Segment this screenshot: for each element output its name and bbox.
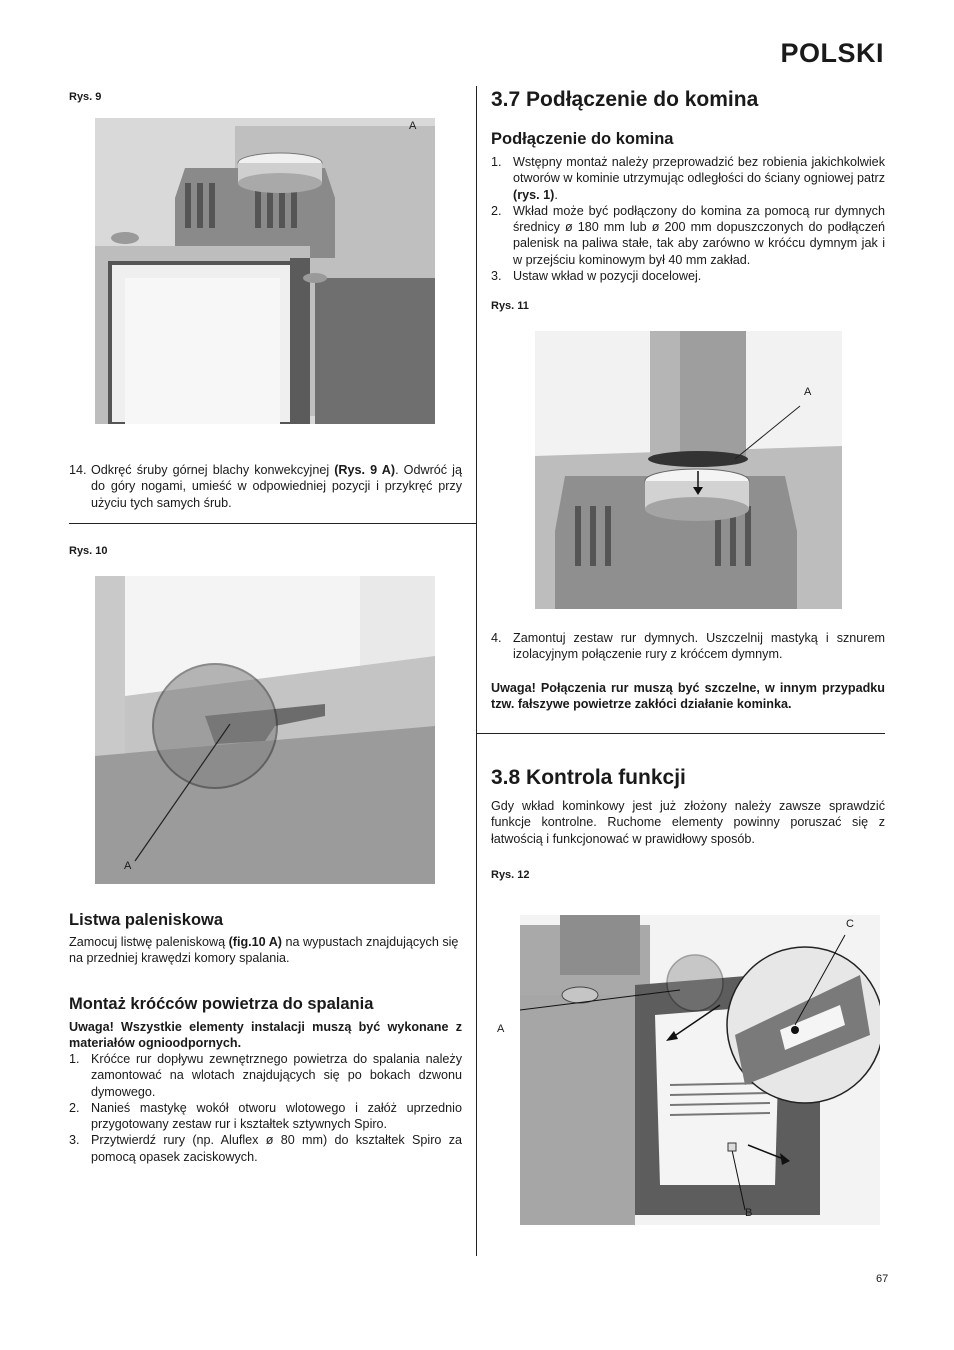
list-number: 1. xyxy=(69,1052,80,1066)
list-text: Przytwierdź rury (np. Aluflex ø 80 mm) d… xyxy=(91,1133,462,1164)
step-14-text-ref: (Rys. 9 A) xyxy=(334,463,396,477)
fig11-label: Rys. 11 xyxy=(491,300,529,312)
list-text: Króćce rur dopływu zewnętrznego powietrz… xyxy=(91,1052,462,1099)
section-3-7-warning-text: Uwaga! Połączenia rur muszą być szczelne… xyxy=(491,681,885,712)
list-number: 2. xyxy=(69,1100,80,1115)
montaz-list: 1. Króćce rur dopływu zewnętrznego powiet… xyxy=(69,1051,462,1165)
fig9-image xyxy=(95,118,435,424)
list-text: Nanieś mastykę wokół otworu wlotowego i … xyxy=(91,1100,462,1132)
list-text: Ustaw wkład w pozycji docelowej. xyxy=(513,269,702,284)
listwa-paragraph: Zamocuj listwę paleniskową (fig.10 A) na… xyxy=(69,934,462,967)
fig12-callout-a: A xyxy=(497,1023,505,1035)
section-3-7-subheading: Podłączenie do komina xyxy=(491,130,674,148)
section-3-7-heading: 3.7 Podłączenie do komina xyxy=(491,88,759,111)
listwa-text-ref: (fig.10 A) xyxy=(228,935,283,949)
list-text: Wstępny montaż należy przeprowadzić bez … xyxy=(513,155,885,186)
section-3-8-heading: 3.8 Kontrola funkcji xyxy=(491,766,686,789)
listwa-text-post: na wypustach znajdujących się na przedni… xyxy=(69,935,459,966)
left-separator xyxy=(69,523,477,524)
page-number: 67 xyxy=(876,1273,889,1285)
list-text: Zamontuj zestaw rur dymnych. Uszczelnij … xyxy=(513,631,885,662)
step-14-item: 14. Odkręć śruby górnej blachy konwekcyjn… xyxy=(69,462,462,511)
step-14-text-post: . Odwróć ją do góry nogami, umieść w odp… xyxy=(91,463,462,510)
list-number: 1. xyxy=(491,155,502,169)
list-item: 1. Króćce rur dopływu zewnętrznego powiet… xyxy=(69,1051,462,1100)
list-item: 3. Przytwierdź rury (np. Aluflex ø 80 mm)… xyxy=(69,1132,462,1165)
fig10-image xyxy=(95,576,435,884)
list-item: 2. Nanieś mastykę wokół otworu wlotowego … xyxy=(69,1100,462,1133)
list-number: 4. xyxy=(491,631,502,645)
step-14-text-pre: Odkręć śruby górnej blachy konwekcyjnej xyxy=(91,463,335,477)
right-separator xyxy=(476,733,885,734)
step-14: 14. Odkręć śruby górnej blachy konwekcyjn… xyxy=(69,462,462,511)
list-item: 2. Wkład może być podłączony do komina za… xyxy=(491,203,885,268)
step-14-number: 14. xyxy=(69,463,87,477)
list-text-ref: (rys. 1) xyxy=(513,187,555,202)
column-divider xyxy=(476,86,477,1256)
montaz-warning-text: Uwaga! Wszystkie elementy instalacji mus… xyxy=(69,1020,462,1051)
list-item: 1. Wstępny montaż należy przeprowadzić be… xyxy=(491,154,885,203)
section-3-7-list: 1. Wstępny montaż należy przeprowadzić be… xyxy=(491,154,885,284)
list-text-post: . xyxy=(554,187,558,202)
language-header: POLSKI xyxy=(780,38,884,68)
list-number: 3. xyxy=(491,269,502,284)
list-number: 3. xyxy=(69,1133,80,1148)
section-3-8-paragraph: Gdy wkład kominkowy jest już złożony nal… xyxy=(491,799,885,846)
list-item: 4. Zamontuj zestaw rur dymnych. Uszczelni… xyxy=(491,630,885,663)
montaz-heading: Montaż króćców powietrza do spalania xyxy=(69,995,374,1013)
step-4: 4. Zamontuj zestaw rur dymnych. Uszczelni… xyxy=(491,630,885,663)
fig10-callout-a: A xyxy=(124,860,132,872)
list-text: Wkład może być podłączony do komina za p… xyxy=(513,203,885,267)
fig10-label: Rys. 10 xyxy=(69,545,108,557)
fig11-image xyxy=(535,331,842,609)
list-number: 2. xyxy=(491,203,502,218)
section-3-7-warning: Uwaga! Połączenia rur muszą być szczelne… xyxy=(491,680,885,713)
fig9-label: Rys. 9 xyxy=(69,91,102,103)
listwa-heading: Listwa paleniskowa xyxy=(69,911,224,929)
fig12-callout-c: C xyxy=(846,918,854,930)
fig12-callout-b: B xyxy=(745,1207,753,1219)
fig12-image xyxy=(520,915,880,1225)
fig9-callout-a: A xyxy=(409,120,417,132)
montaz-warning: Uwaga! Wszystkie elementy instalacji mus… xyxy=(69,1019,462,1052)
fig12-label: Rys. 12 xyxy=(491,869,530,881)
list-item: 3. Ustaw wkład w pozycji docelowej. xyxy=(491,268,885,284)
fig11-callout-a: A xyxy=(804,386,812,398)
listwa-text-pre: Zamocuj listwę paleniskową xyxy=(69,935,229,949)
